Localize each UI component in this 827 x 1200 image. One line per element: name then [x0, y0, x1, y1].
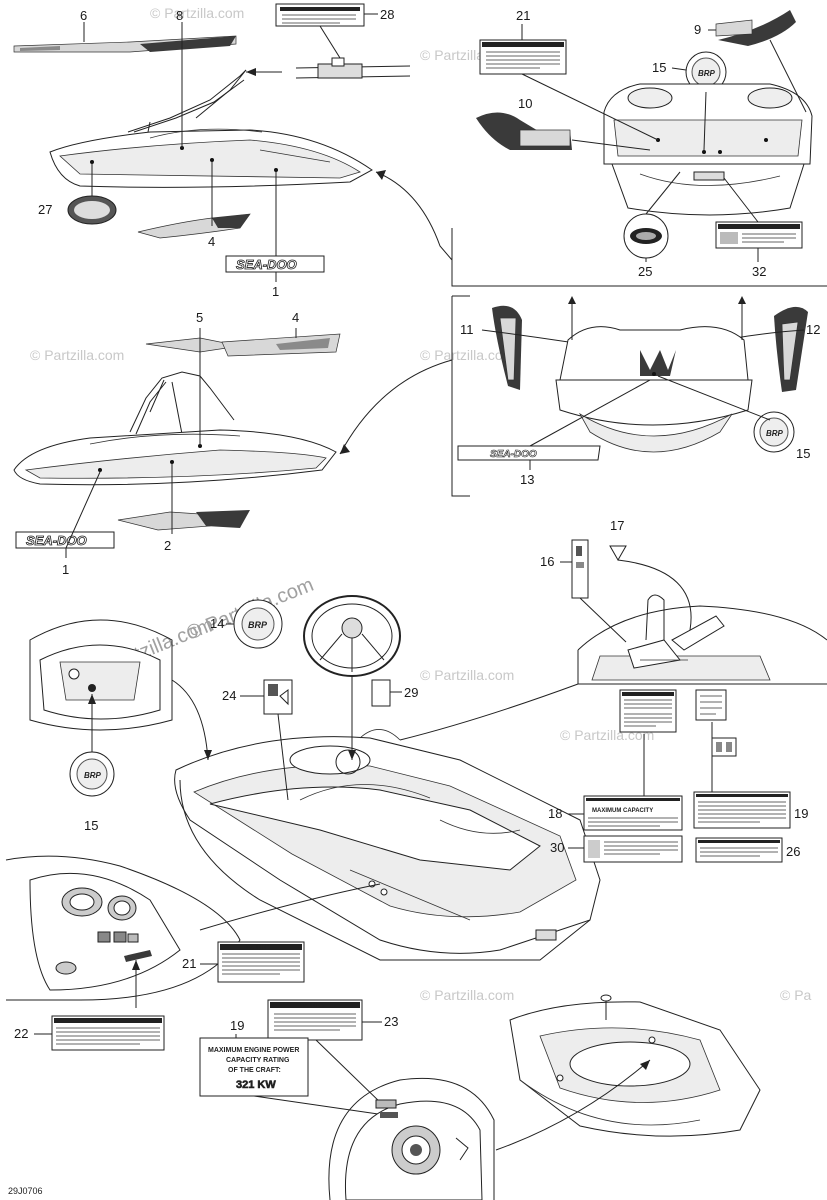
callout-28: 28	[380, 7, 394, 22]
warning-labels-right: MAXIMUM CAPACITY 18 19 30 26	[548, 791, 808, 863]
wordmark-text: SEA-DOO	[490, 449, 537, 460]
label-19-power: 321 KW	[236, 1079, 276, 1091]
label-23-title: WARNING	[92, 1018, 116, 1024]
throttle-detail: 16 17	[399, 518, 827, 798]
sea-doo-wordmark: SEA-DOO	[225, 255, 325, 273]
callout-8: 9	[694, 22, 701, 37]
callout-2: 2	[164, 538, 171, 553]
boat-iso-view: 29 BRP 14 24 BRP 15	[29, 595, 601, 961]
wordmark-text: SEA-DOO	[26, 533, 87, 548]
callout-17: 17	[610, 518, 624, 533]
watermark: © Partzilla.com	[420, 987, 514, 1003]
callout-18: 18	[548, 806, 562, 821]
dash-detail: WARNING 22	[5, 855, 381, 1051]
callout-6: 6	[80, 8, 87, 23]
callout-12: 13	[520, 472, 534, 487]
callout-11: 12	[806, 322, 820, 337]
watermark: © Pa	[780, 987, 812, 1003]
callout-10: 11	[460, 322, 474, 337]
figure-code: 29J0706	[8, 1186, 43, 1196]
callout-21: 21	[516, 8, 530, 23]
callout-27: 27	[38, 202, 52, 217]
callout-32: 32	[752, 264, 766, 279]
callout-5: 5	[196, 310, 203, 325]
callout-14: 15	[84, 818, 98, 833]
callout-13: 14	[210, 616, 224, 631]
label-19-line2: CAPACITY RATING	[226, 1057, 290, 1064]
callout-9: 10	[518, 96, 532, 111]
badge-text: BRP	[698, 69, 716, 78]
boat-side-view-upper: SEA-DOO 6 8 27 4 1	[13, 8, 373, 299]
callout-26: 25	[638, 264, 652, 279]
watermark: © Partzilla.com	[420, 667, 514, 683]
boat-rear-view-upper: 21 BRP 15 9 10	[375, 8, 827, 287]
callout-1b: 1	[62, 562, 69, 577]
callout-30: 29	[404, 685, 418, 700]
badge-text: BRP	[248, 620, 268, 630]
watermark: © Partzilla.com	[420, 347, 514, 363]
callout-24: 23	[384, 1014, 398, 1029]
callout-15b: 15	[796, 446, 810, 461]
boat-rear-view-lower: 11 12 BRP 15 SEA-DOO 13	[339, 295, 820, 497]
callout-7: 8	[176, 8, 183, 23]
badge-text: BRP	[84, 771, 102, 780]
callout-25: 24	[222, 688, 236, 703]
callout-3: 4	[208, 234, 215, 249]
callout-20: 19	[794, 806, 808, 821]
stern-detail: WARNING 23 MAXIMUM ENGINE POWER CAPACITY…	[199, 994, 761, 1200]
decal-28: 28	[275, 3, 411, 79]
label-22-title: WARNING	[246, 945, 270, 951]
callout-19: 19	[230, 1018, 244, 1033]
boat-side-view-lower: SEA-DOO 5 4 2 1	[13, 310, 341, 577]
sea-doo-wordmark: SEA-DOO	[15, 531, 115, 549]
decal-22: WARNING 21	[182, 941, 305, 983]
label-18-title: MAXIMUM CAPACITY	[592, 808, 653, 814]
callout-15: 15	[652, 60, 666, 75]
watermark: © Partzilla.com	[30, 347, 124, 363]
callout-31: 30	[550, 840, 564, 855]
wordmark-text: SEA-DOO	[236, 257, 297, 272]
callout-29: 26	[786, 844, 800, 859]
label-24-title: WARNING	[300, 1003, 324, 1009]
callout-16: 16	[540, 554, 554, 569]
label-19-line1: MAXIMUM ENGINE POWER	[208, 1047, 299, 1054]
label-19-line3: OF THE CRAFT:	[228, 1067, 281, 1074]
badge-text: BRP	[766, 429, 784, 438]
callout-4: 4	[292, 310, 299, 325]
callout-23: 22	[14, 1026, 28, 1041]
callout-1: 1	[272, 284, 279, 299]
watermark: © Partzilla.com	[150, 5, 244, 21]
callout-22: 21	[182, 956, 196, 971]
